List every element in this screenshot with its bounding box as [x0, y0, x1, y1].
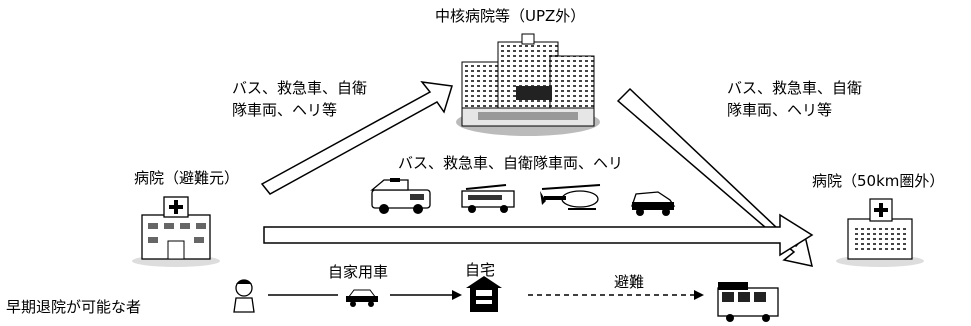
arrow-direct [263, 213, 814, 257]
route-upper-left-line1: バス、救急車、自衛 [232, 79, 368, 97]
route-upper-right-line2: 隊車両、ヘリ等 [727, 101, 833, 119]
person-icon [233, 279, 255, 313]
arrow-central-to-destination [616, 87, 813, 267]
origin-hospital-icon [132, 196, 220, 267]
fire-truck-icon [461, 184, 515, 213]
route-upper-right-line1: バス、救急車、自衛 [727, 79, 863, 97]
arrow-home-to-evacuation [528, 290, 704, 300]
private-car-label: 自家用車 [328, 263, 389, 281]
destination-hospital-icon [836, 198, 924, 267]
evacuation-label: 避難 [614, 273, 645, 291]
destination-hospital-label: 病院（50km圏外） [812, 172, 945, 190]
ambulance-icon [370, 178, 431, 214]
home-label: 自宅 [465, 261, 496, 279]
early-discharge-label: 早期退院が可能な者 [6, 298, 142, 316]
arrow-origin-to-central [260, 81, 453, 195]
central-hospital-label: 中核病院等（UPZ外） [435, 7, 586, 25]
evacuation-bus-icon [717, 282, 779, 322]
car-icon [346, 289, 378, 307]
route-upper-left-line2: 隊車両、ヘリ等 [232, 101, 338, 119]
origin-hospital-label: 病院（避難元） [134, 169, 240, 187]
route-direct-label: バス、救急車、自衛隊車両、ヘリ [398, 154, 624, 172]
house-icon [466, 276, 502, 312]
van-icon [631, 191, 676, 216]
helicopter-icon [540, 184, 601, 210]
central-hospital-icon [456, 33, 600, 136]
arrow-car-to-home [390, 290, 462, 300]
